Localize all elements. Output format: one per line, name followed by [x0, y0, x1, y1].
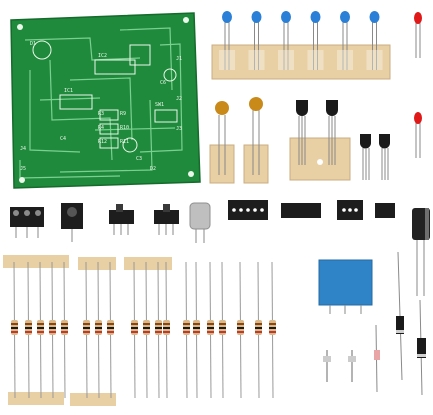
blue-led-tape — [211, 44, 391, 80]
silk-j1: J1 — [176, 56, 182, 62]
pcb-board: R3 R4 R9 R10 R11 R12 C3 C4 C6 IC1 IC2 SW… — [10, 12, 201, 189]
header-pins — [323, 350, 356, 382]
small-diode-icon — [374, 350, 380, 360]
silk-r4: R4 — [98, 125, 104, 131]
resistor — [193, 261, 200, 399]
resistor — [269, 261, 276, 399]
resistor — [237, 261, 244, 399]
ceramic-capacitors — [209, 97, 269, 184]
resistor — [95, 261, 102, 399]
silk-j3: J3 — [176, 126, 182, 132]
resistor — [163, 261, 170, 399]
pcb-footprints — [32, 40, 178, 153]
resistor — [11, 261, 18, 399]
blue-led-icon — [310, 11, 321, 23]
resistor — [107, 261, 114, 399]
ic-sockets-and-chips — [228, 200, 395, 220]
buzzer-icon — [189, 202, 211, 230]
blue-led — [337, 11, 353, 70]
transistors-taped — [289, 100, 351, 181]
diode-icon — [417, 338, 426, 358]
blue-led — [278, 11, 294, 70]
blue-led-strip — [211, 11, 391, 80]
blue-led — [307, 11, 324, 70]
silk-c6: C6 — [160, 80, 166, 86]
blue-led — [248, 11, 265, 70]
silk-sw1: SW1 — [155, 102, 164, 108]
resistor — [143, 261, 150, 399]
silk-j2: J2 — [176, 96, 182, 102]
blue-led-icon — [251, 11, 262, 23]
silk-r3: R3 — [98, 111, 104, 117]
piezo-buzzer — [189, 202, 211, 243]
ic-chip-icon — [281, 203, 321, 218]
dc-power-jack — [61, 203, 83, 242]
blue-led — [366, 11, 383, 70]
resistors — [11, 261, 276, 399]
silk-j4: J4 — [20, 146, 26, 152]
resistor — [183, 261, 190, 399]
slide-switches — [109, 204, 179, 235]
silk-ic2: IC2 — [98, 53, 107, 59]
silk-d2: D2 — [150, 166, 156, 172]
relay-icon — [318, 259, 373, 306]
resistor — [49, 261, 56, 399]
silk-d1: D1 — [30, 41, 36, 47]
ceramic-cap-icon — [215, 101, 229, 115]
resistor — [207, 261, 214, 399]
diodes — [374, 251, 426, 396]
transistor-icon — [379, 134, 391, 149]
silk-r11: R11 — [120, 139, 129, 145]
resistor — [61, 261, 68, 399]
blue-led-icon — [340, 11, 350, 23]
silk-r9: R9 — [120, 111, 126, 117]
resistor — [25, 261, 32, 399]
silk-ic1: IC1 — [64, 88, 73, 94]
resistor-tapes — [3, 255, 172, 406]
transistor-icon — [326, 100, 338, 116]
red-leds-top — [414, 12, 422, 58]
diode-icon — [396, 316, 404, 334]
red-led-icon — [414, 12, 422, 24]
blue-led-icon — [369, 11, 380, 23]
silk-r12: R12 — [98, 139, 107, 145]
electrolytic-capacitor — [412, 208, 430, 296]
silk-c3: C3 — [136, 156, 142, 162]
blue-led — [219, 11, 235, 70]
red-led-icon — [414, 112, 422, 124]
silk-r10: R10 — [120, 125, 129, 131]
resistor — [255, 261, 262, 399]
resistor — [131, 261, 138, 399]
terminal-block-3pin — [10, 207, 44, 238]
blue-led-icon — [281, 11, 291, 23]
slide-switch-icon — [109, 210, 134, 224]
blue-led-icon — [222, 11, 232, 23]
pcb-holes — [17, 17, 194, 183]
resistor — [155, 261, 162, 399]
slide-switch-icon — [154, 210, 179, 224]
pcb-silkscreen: R3 R4 R9 R10 R11 R12 C3 C4 C6 IC1 IC2 SW… — [20, 41, 182, 172]
blue-leds — [219, 11, 383, 70]
relay — [318, 259, 373, 314]
transistors-loose — [360, 134, 391, 180]
transistor-icon — [296, 100, 308, 116]
red-leds-bottom — [414, 112, 422, 158]
pcb-traces — [19, 27, 183, 179]
transistor-icon — [360, 134, 371, 149]
silk-c4: C4 — [60, 136, 66, 142]
resistor — [219, 261, 226, 399]
ic-chip-small-icon — [375, 203, 395, 218]
resistor — [37, 261, 44, 399]
resistor — [83, 261, 90, 399]
ceramic-cap-icon — [249, 97, 263, 111]
silk-j5: J5 — [20, 166, 26, 172]
